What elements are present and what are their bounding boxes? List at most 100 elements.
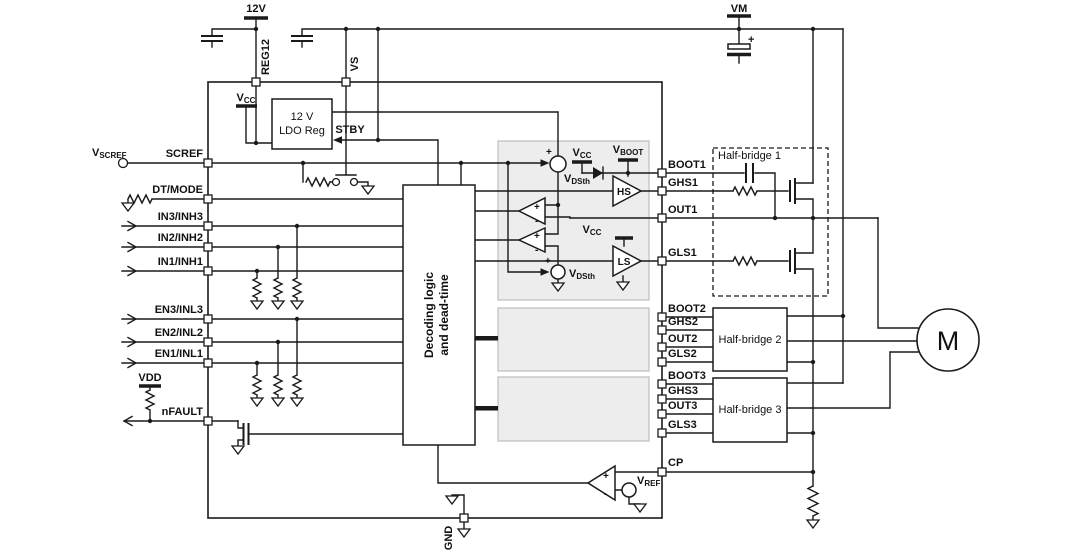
labels: 12V VM REG12 VS GND + VCC VSCREF VDD SCR… (92, 3, 781, 550)
pin-label-out2: OUT2 (668, 333, 697, 345)
pin-label-gls1: GLS1 (668, 247, 697, 259)
pin-gnd (459, 513, 469, 523)
pin-ghs1 (657, 186, 667, 196)
pin-label-in1: IN1/INH1 (158, 256, 203, 268)
pin-label-boot2: BOOT2 (668, 303, 706, 315)
pin-in2 (203, 242, 213, 252)
vdsth-source-top (549, 155, 567, 173)
junction-dots (147, 26, 846, 475)
pin-out2 (657, 342, 667, 352)
half-bridge-2-box (712, 307, 788, 372)
input-pulldown-resistors (250, 225, 304, 407)
pin-label-in3: IN3/INH3 (158, 211, 203, 223)
decoding-logic: Decoding logic and dead-time (402, 184, 614, 484)
vm-label: VM (731, 3, 748, 15)
comp-a-minus: - (535, 216, 538, 227)
driver1-internals: HS LS (517, 155, 879, 292)
vdsth-source-bottom (550, 264, 566, 280)
pin-label-boot3: BOOT3 (668, 370, 706, 382)
pin-in3 (203, 221, 213, 231)
ls-driver (612, 244, 643, 278)
vdd-label: VDD (138, 372, 161, 384)
hs-label: HS (617, 187, 631, 198)
pin-label-nfault: nFAULT (162, 406, 204, 418)
ldo-label-2: LDO Reg (279, 125, 325, 137)
pin-label-en2: EN2/INL2 (155, 327, 203, 339)
pin-boot3 (657, 379, 667, 389)
decoding-logic-block (402, 184, 476, 446)
pin-label-ghs2: GHS2 (668, 316, 698, 328)
pin-en1 (203, 358, 213, 368)
motor-label: M (937, 326, 960, 356)
comp-b-plus: + (534, 231, 540, 242)
vdsth-bottom-label: VDSth (569, 268, 595, 281)
pin-label-in2: IN2/INH2 (158, 232, 203, 244)
bulk-capacitor (727, 43, 751, 50)
decoding-label-2: and dead-time (437, 274, 451, 356)
half-bridge-3-label: Half-bridge 3 (719, 404, 782, 416)
vds-comparator-hs (517, 196, 546, 226)
pin-ghs3 (657, 394, 667, 404)
gnd-label: GND (443, 526, 455, 551)
vref-label: VREF (637, 475, 660, 488)
ic-pins (203, 77, 667, 523)
hs-driver (612, 174, 643, 208)
scref-resistor (305, 176, 334, 188)
gate-driver-block-3 (497, 376, 650, 442)
pin-dtmode (203, 194, 213, 204)
vcc-ls-label: VCC (583, 224, 602, 237)
input-arrows (127, 220, 138, 369)
source-top-plus: + (546, 147, 552, 158)
pin-out1 (657, 213, 667, 223)
vcc-hs-label: VCC (573, 147, 592, 160)
gate-driver-block-2 (497, 307, 650, 372)
pin-nfault (203, 416, 213, 426)
bootstrap-diode (593, 167, 603, 179)
pin-label-gls3: GLS3 (668, 419, 697, 431)
vscref-label: VSCREF (92, 147, 127, 160)
vdsth-top-label: VDSth (564, 173, 590, 186)
pin-reg12 (251, 77, 261, 87)
pin-en2 (203, 337, 213, 347)
v12-label: 12V (246, 3, 266, 15)
reg12-label: REG12 (260, 39, 272, 75)
pin-label-ghs3: GHS3 (668, 385, 698, 397)
nfault-fet (231, 420, 404, 455)
vcc-top-label: VCC (237, 92, 256, 105)
pin-gls1 (657, 256, 667, 266)
ls-label: LS (618, 257, 631, 268)
pin-label-gls2: GLS2 (668, 348, 697, 360)
half-bridge-1-label: Half-bridge 1 (718, 150, 781, 162)
half-bridge-3-box (712, 377, 788, 443)
pin-label-en3: EN3/INL3 (155, 304, 203, 316)
pin-label-scref: SCREF (166, 148, 204, 160)
pin-en3 (203, 314, 213, 324)
pin-label-boot1: BOOT1 (668, 159, 706, 171)
pin-label-cp: CP (668, 457, 683, 469)
source-bottom-plus: + (545, 256, 551, 267)
half-bridge-2-label: Half-bridge 2 (719, 334, 782, 346)
vs-label: VS (349, 57, 361, 72)
ldo-label-1: 12 V (291, 111, 314, 123)
bus-to-driver2 (475, 336, 498, 341)
pin-vs (341, 77, 351, 87)
ldo-block (271, 98, 333, 150)
pin-gls3 (657, 428, 667, 438)
pin-label-en1: EN1/INL1 (155, 348, 203, 360)
pin-gls2 (657, 357, 667, 367)
comp-a-plus: + (534, 202, 540, 213)
cap-plus: + (748, 34, 754, 46)
pin-cp (657, 467, 667, 477)
bus-to-driver3 (475, 406, 498, 411)
bottom-region (445, 464, 814, 538)
vboot-label: VBOOT (613, 144, 644, 157)
stby-label: STBY (335, 124, 365, 136)
vds-comparator-ls (517, 226, 546, 254)
pin-ghs2 (657, 325, 667, 335)
decoding-label-1: Decoding logic (422, 272, 436, 358)
motor-circle (916, 308, 980, 372)
pin-label-out3: OUT3 (668, 400, 697, 412)
pin-out3 (657, 409, 667, 419)
